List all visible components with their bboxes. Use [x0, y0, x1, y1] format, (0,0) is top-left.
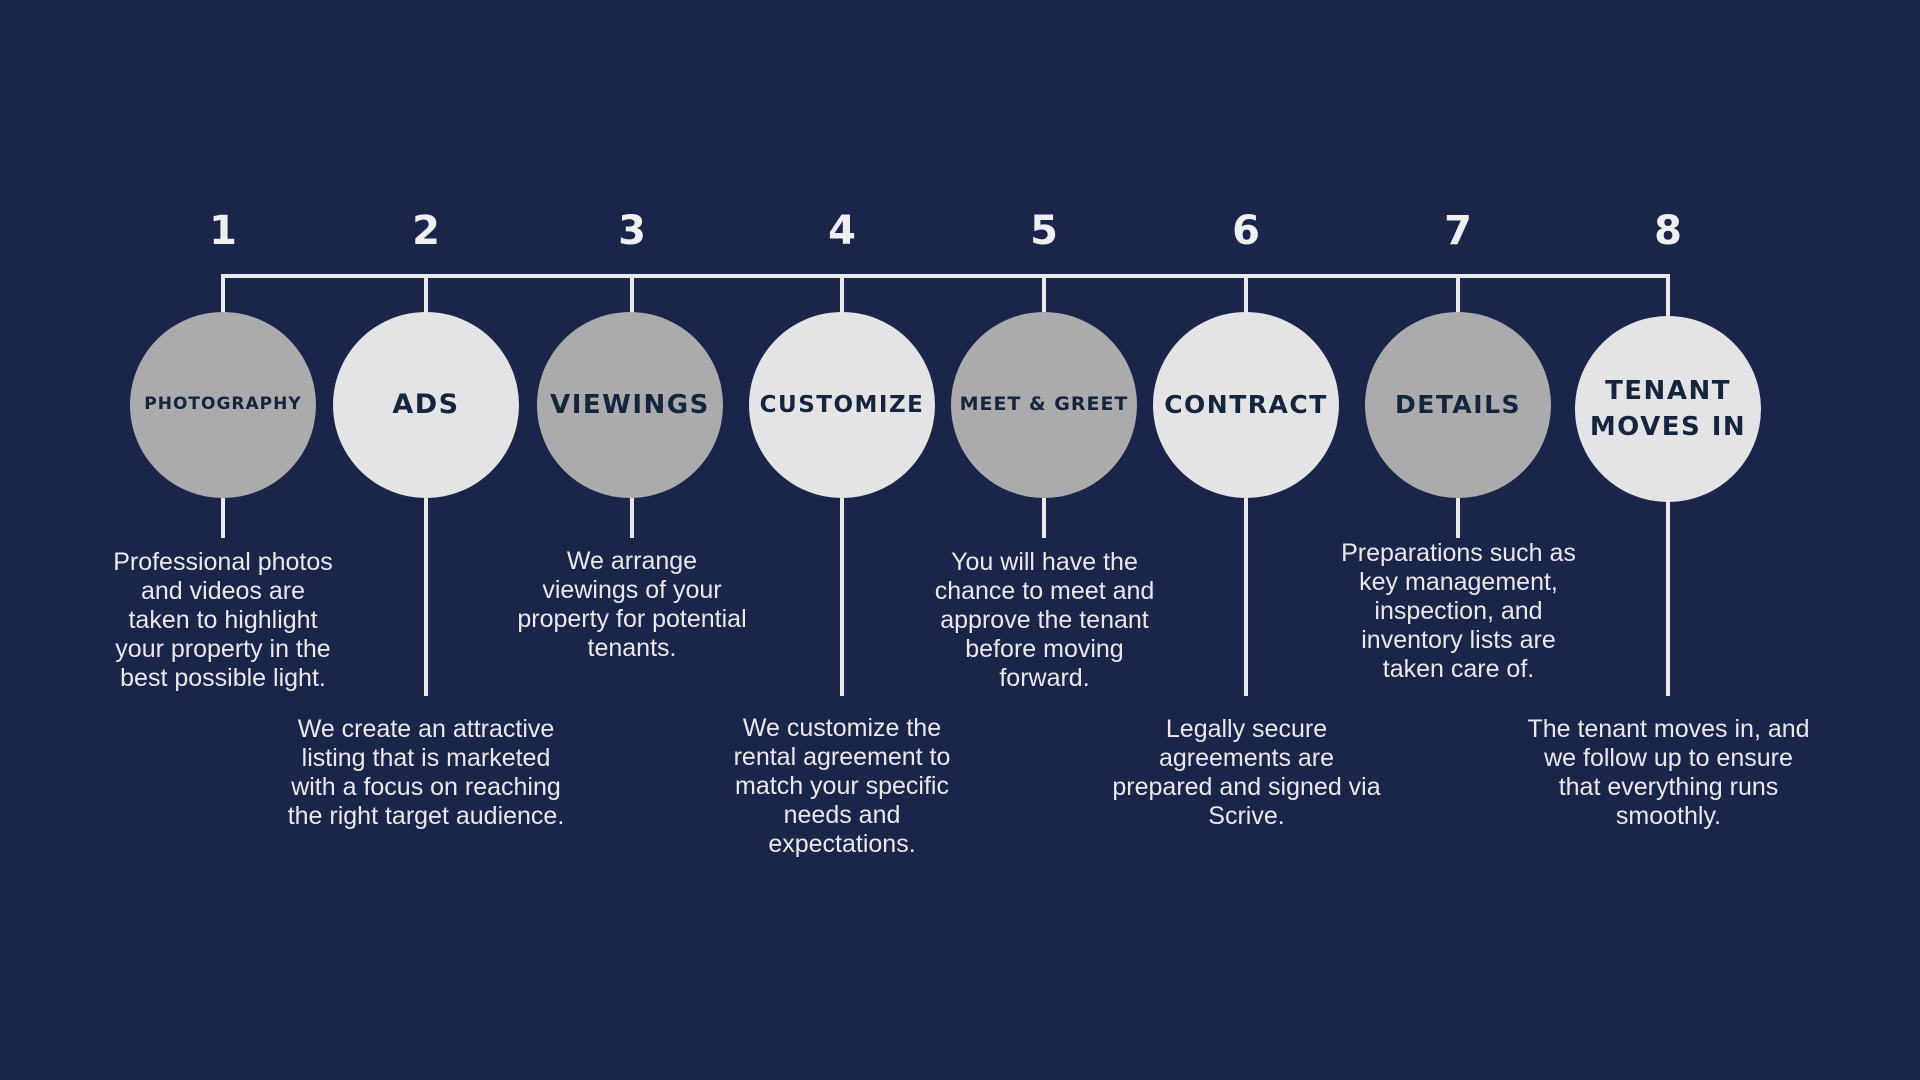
- step-circle: TENANT MOVES IN: [1575, 316, 1761, 502]
- connector-bottom: [221, 498, 225, 538]
- step-title: CUSTOMIZE: [759, 391, 925, 418]
- connector-top: [1244, 274, 1248, 316]
- step-title: TENANT MOVES IN: [1589, 375, 1747, 442]
- step-description: We customize the rental agreement to mat…: [733, 714, 951, 858]
- step-number: 7: [1444, 208, 1472, 254]
- connector-bottom: [1456, 498, 1460, 538]
- connector-top: [1666, 274, 1670, 316]
- step-circle: VIEWINGS: [537, 312, 723, 498]
- step-number: 2: [412, 208, 440, 254]
- connector-top: [424, 274, 428, 316]
- connector-top: [840, 274, 844, 316]
- connector-top: [221, 274, 225, 316]
- step-circle: CONTRACT: [1153, 312, 1339, 498]
- step-title: VIEWINGS: [550, 389, 710, 420]
- step-title: DETAILS: [1394, 390, 1522, 420]
- step-circle: MEET & GREET: [951, 312, 1137, 498]
- step-title: MEET & GREET: [959, 393, 1129, 416]
- step-description: Preparations such as key management, ins…: [1341, 539, 1576, 683]
- connector-bottom: [840, 498, 844, 696]
- timeline-connector-line: [221, 274, 1670, 278]
- step-circle: CUSTOMIZE: [749, 312, 935, 498]
- step-circle: PHOTOGRAPHY: [130, 312, 316, 498]
- step-description: We arrange viewings of your property for…: [517, 547, 747, 662]
- step-number: 5: [1030, 208, 1058, 254]
- step-number: 4: [828, 208, 856, 254]
- step-number: 8: [1654, 208, 1682, 254]
- step-title: PHOTOGRAPHY: [144, 394, 302, 415]
- step-description: You will have the chance to meet and app…: [934, 548, 1155, 692]
- step-circle: DETAILS: [1365, 312, 1551, 498]
- step-number: 1: [209, 208, 237, 254]
- step-description: The tenant moves in, and we follow up to…: [1527, 715, 1810, 830]
- step-title: ADS: [392, 389, 460, 421]
- connector-bottom: [1244, 498, 1248, 696]
- connector-bottom: [424, 498, 428, 696]
- step-circle: ADS: [333, 312, 519, 498]
- connector-top: [1042, 274, 1046, 316]
- step-number: 6: [1232, 208, 1260, 254]
- step-description: Legally secure agreements are prepared a…: [1112, 715, 1381, 830]
- connector-bottom: [1042, 498, 1046, 538]
- connector-top: [630, 274, 634, 316]
- connector-bottom: [630, 498, 634, 538]
- connector-top: [1456, 274, 1460, 316]
- connector-bottom: [1666, 500, 1670, 696]
- step-number: 3: [618, 208, 646, 254]
- step-title: CONTRACT: [1164, 390, 1328, 420]
- step-description: We create an attractive listing that is …: [287, 715, 565, 830]
- step-description: Professional photos and videos are taken…: [113, 548, 333, 692]
